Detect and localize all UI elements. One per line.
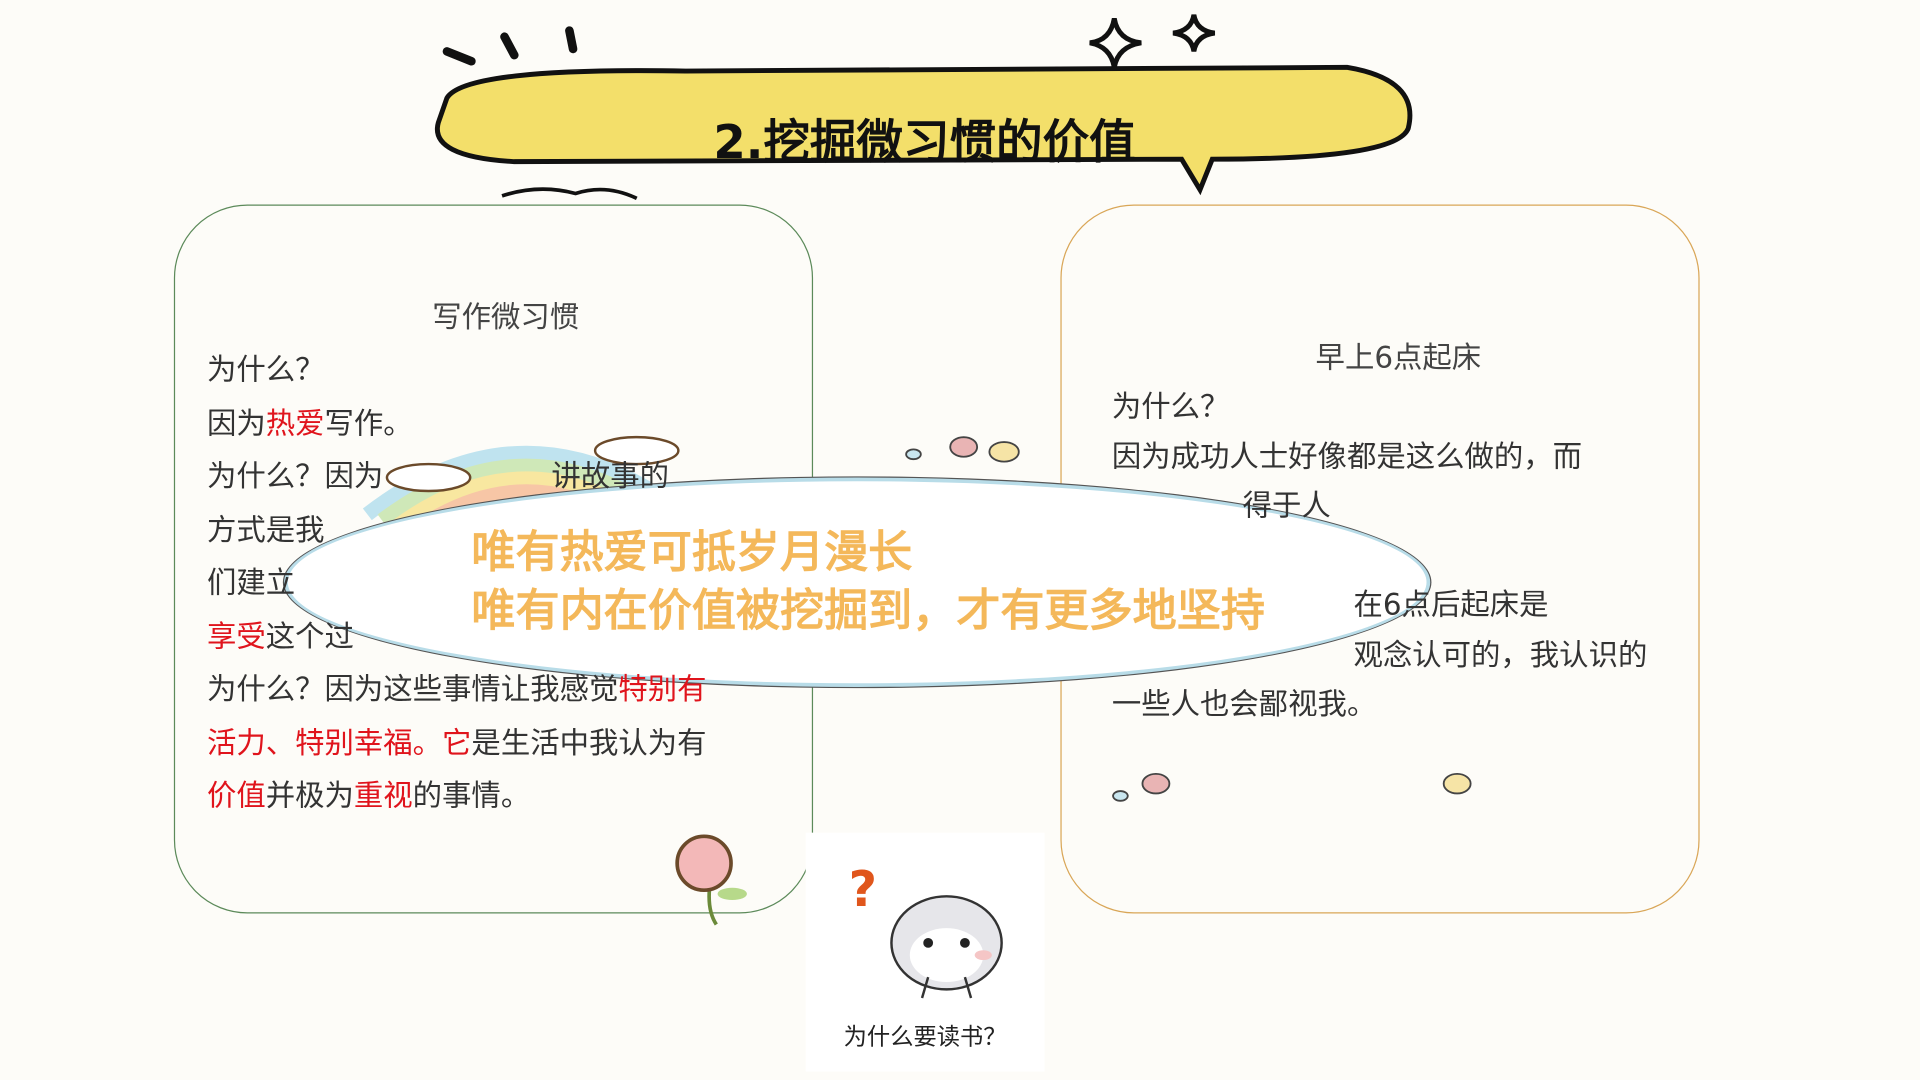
- cloud-icon: [385, 462, 472, 493]
- left-card-line: 为什么？因为 讲故事的: [207, 451, 707, 504]
- left-card-body: 为什么？因为热爱写作。为什么？因为 讲故事的方式是我们建立享受这个过为什么？因为…: [207, 344, 707, 823]
- cloud-icon: [593, 435, 680, 466]
- left-card-line: 为什么？: [207, 344, 707, 397]
- hamster-caption: 为什么要读书？: [843, 1023, 1007, 1051]
- right-card-line: 在6点后起床是: [1185, 587, 1549, 623]
- body-text: 的事情。: [412, 778, 531, 814]
- left-card-line: 价值并极为重视的事情。: [207, 770, 707, 823]
- left-card-line: 活力、特别幸福。它是生活中我认为有: [207, 717, 707, 770]
- body-text: 因为: [206, 405, 266, 441]
- right-card-line: 得于人: [1111, 488, 1331, 523]
- rose-icon: [675, 834, 747, 926]
- dot-icon: [949, 436, 979, 458]
- left-card-line: 享受这个过: [207, 610, 707, 663]
- hamster-icon: ?: [849, 861, 1003, 999]
- highlight-text: 重视: [353, 778, 413, 814]
- quote-line-1: 唯有热爱可抵岁月漫长: [471, 527, 913, 578]
- body-text: 是生活中我认为有: [471, 725, 707, 760]
- dot-icon: [1442, 772, 1472, 795]
- left-card-line: 为什么？因为这些事情让我感觉特别有: [207, 664, 707, 717]
- right-card-line: 因为成功人士好像都是这么做的，而: [1111, 438, 1583, 474]
- dot-icon: [1112, 790, 1129, 802]
- dot-icon: [905, 448, 922, 461]
- page-title: 2.挖掘微习惯的价值: [713, 115, 1136, 169]
- quote-text: 唯有热爱可抵岁月漫长 唯有内在价值被挖掘到，才有更多地坚持: [471, 524, 1264, 642]
- right-card-line: 一些人也会鄙视我。: [1111, 686, 1377, 722]
- body-text: 并极为: [265, 778, 354, 814]
- highlight-text: 享受: [206, 618, 266, 654]
- body-text: 这个过: [265, 618, 354, 654]
- body-text: 们建立: [206, 565, 296, 601]
- quote-oval: [284, 477, 1431, 687]
- right-card-line: 观念认可的，我认识的: [1185, 637, 1648, 672]
- body-text: 写作。: [324, 405, 413, 441]
- left-card: 写作微习惯 为什么？因为热爱写作。为什么？因为 讲故事的方式是我们建立享受这个过…: [173, 204, 814, 914]
- highlight-text: 特别有: [618, 672, 707, 707]
- highlight-text: 价值: [206, 778, 266, 814]
- dot-icon: [988, 441, 1020, 463]
- left-card-line: 方式是我: [207, 504, 707, 557]
- quote-line-2: 唯有内在价值被挖掘到，才有更多地坚持: [471, 586, 1265, 637]
- left-card-heading: 写作微习惯: [432, 300, 580, 335]
- svg-text:?: ?: [849, 861, 877, 918]
- left-card-line: 因为热爱写作。: [207, 397, 707, 450]
- dot-icon: [1141, 772, 1171, 795]
- sparkle-icon: [1172, 14, 1216, 52]
- body-text: 为什么？因为: [206, 459, 384, 494]
- title-banner-shape: [434, 64, 1413, 196]
- body-text: 讲故事的: [383, 459, 669, 494]
- right-card-line: 为什么？: [1111, 389, 1230, 424]
- right-card-heading: 早上6点起床: [1315, 340, 1482, 375]
- body-text: 为什么？因为这些事情让我感觉: [206, 672, 619, 707]
- body-text: 为什么？: [206, 352, 325, 387]
- right-card: 早上6点起床 为什么？ 因为成功人士好像都是这么做的，而 得于人 在6点后起床是 …: [1060, 204, 1700, 914]
- hamster-illustration: ? 为什么要读书？: [805, 832, 1045, 1072]
- highlight-text: 热爱: [265, 405, 325, 441]
- spark-lines-icon: [442, 26, 578, 66]
- right-card-body: 为什么？ 因为成功人士好像都是这么做的，而 得于人 在6点后起床是 观念认可的，我…: [1112, 382, 1648, 729]
- body-text: 方式是我: [206, 512, 325, 547]
- highlight-text: 活力、特别幸福。它: [206, 725, 472, 760]
- left-card-line: 们建立: [207, 557, 707, 610]
